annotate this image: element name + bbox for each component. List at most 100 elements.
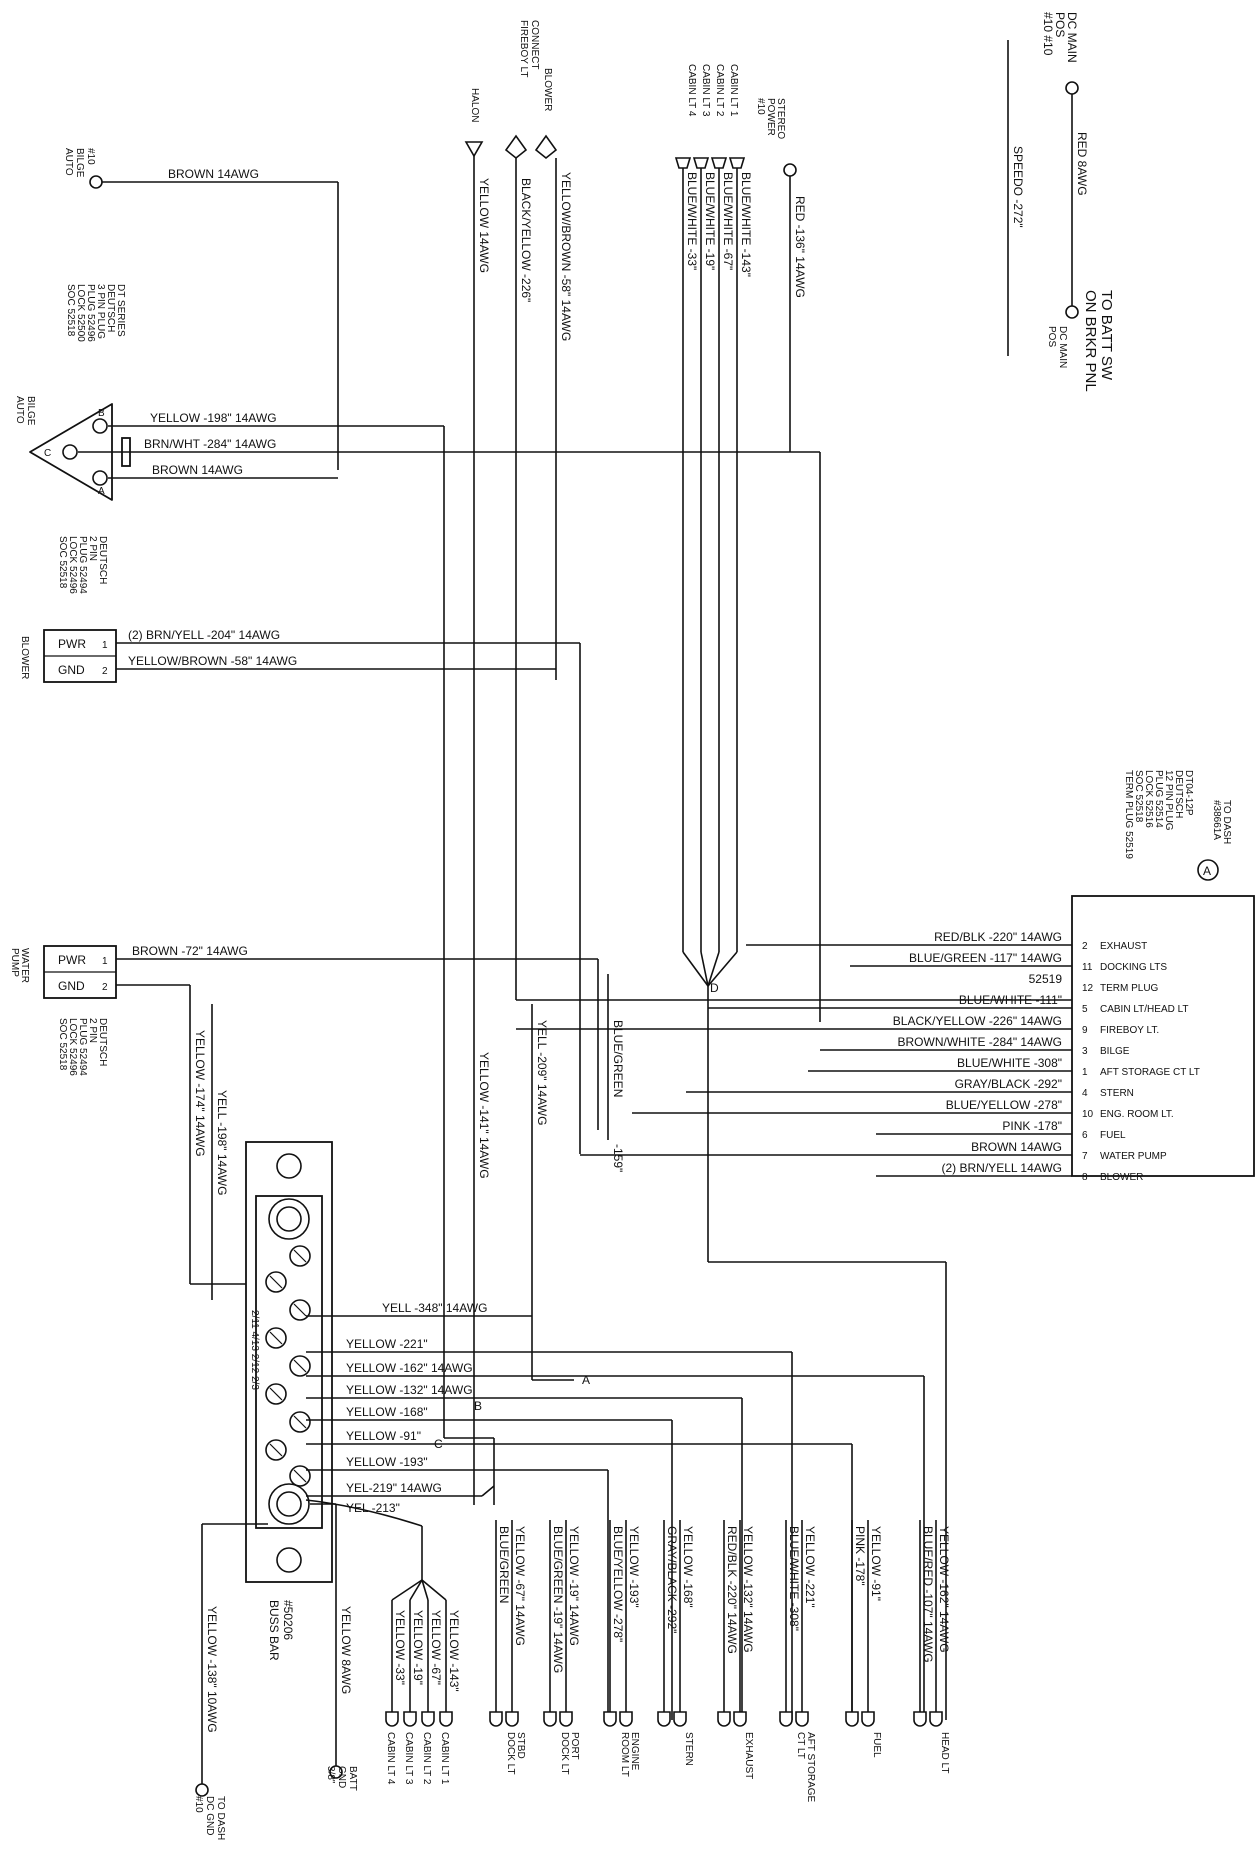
bilge-pin-c bbox=[62, 444, 78, 460]
blower-wire-label: YELLOW/BROWN -58" 14AWG bbox=[559, 172, 573, 341]
bus-row-joint bbox=[481, 1485, 495, 1497]
stereo-wire-label: RED -136" 14AWG bbox=[793, 196, 807, 298]
load-group-label: STERN bbox=[683, 1732, 694, 1766]
bilge-auto-side-label: BILGE AUTO bbox=[14, 396, 36, 428]
load-terminal bbox=[657, 1711, 671, 1727]
bus-row-label: YELLOW -193" bbox=[346, 1455, 428, 1469]
bus-mark-c: C bbox=[434, 1437, 443, 1451]
dash-row-name: FIREBOY LT. bbox=[1100, 1025, 1159, 1036]
bus-screws bbox=[265, 1245, 311, 1487]
yellow-8awg-label: YELLOW 8AWG bbox=[339, 1606, 353, 1694]
dash-row-wire-label: BLUE/YELLOW -278" bbox=[946, 1098, 1062, 1112]
dash-row-wire-label: BROWN/WHITE -284" 14AWG bbox=[897, 1035, 1062, 1049]
halon-wire-label: YELLOW 14AWG bbox=[477, 178, 491, 273]
to-batt-sw-label: TO BATT SW ON BRKR PNL bbox=[1082, 290, 1115, 392]
dc-main-terminal-top bbox=[1065, 81, 1079, 95]
batt-gnd-terminal bbox=[329, 1765, 343, 1779]
dash-row-name: WATER PUMP bbox=[1100, 1151, 1167, 1162]
bilge-group: #10 BILGE AUTO BROWN 14AWG DT SERIES DEU… bbox=[14, 148, 821, 1438]
blower-connector-group: BLOWER PWR GND 1 2 (2) BRN/YELL -204" 14… bbox=[19, 628, 581, 1154]
cabin-lt-terminal bbox=[385, 1711, 399, 1727]
cabin-lt-terminal bbox=[421, 1711, 435, 1727]
load-wire-label: YELLOW -162" 14AWG bbox=[937, 1526, 951, 1653]
bus-screw-slot bbox=[269, 1275, 283, 1289]
cabin-lt-1-top: CABIN LT 1 bbox=[728, 64, 739, 117]
stereo-power-label: STEREO POWER #10 bbox=[755, 98, 786, 142]
cabin-bottom-label: CABIN LT 1 bbox=[439, 1732, 450, 1785]
blower-wire-gnd: YELLOW/BROWN -58" 14AWG bbox=[128, 654, 297, 668]
dash-row-name: BLOWER bbox=[1100, 1172, 1143, 1183]
cabin-bottom-wire-label: YELLOW -143" bbox=[447, 1610, 461, 1692]
halon-label: HALON bbox=[469, 88, 480, 122]
bus-row-label: YEL -213" bbox=[346, 1501, 400, 1515]
dash-plug-box bbox=[1071, 895, 1255, 1177]
cabin-fan-wire bbox=[421, 1579, 429, 1601]
dt-series-label: DT SERIES DEUTSCH 3 PIN PLUG PLUG 52496 … bbox=[65, 284, 126, 345]
fireboy-connector bbox=[504, 134, 528, 160]
dc-gnd-terminal bbox=[195, 1783, 209, 1797]
bus-screw-slot bbox=[293, 1415, 307, 1429]
bilge-plug-info: DEUTSCH 2 PIN PLUG 52494 LOCK 52496 SOC … bbox=[57, 536, 108, 597]
dc-gnd-label: TO DASH DC GND #10 bbox=[193, 1796, 226, 1843]
buss-bar-label: #50206 BUSS BAR bbox=[267, 1600, 295, 1661]
yellow-174-label: YELLOW -174" 14AWG bbox=[193, 1030, 207, 1157]
bus-strip: 2/11 4/13 2/12 2/3 bbox=[249, 1310, 260, 1390]
dash-row-name: CABIN LT/HEAD LT bbox=[1100, 1004, 1189, 1015]
load-wire-label: GRAY/BLACK -292" bbox=[665, 1526, 679, 1633]
bus-screw-slot bbox=[293, 1249, 307, 1263]
svg-text:PWR: PWR bbox=[58, 953, 86, 967]
svg-text:GND: GND bbox=[58, 979, 85, 993]
dash-row-pin: 2 bbox=[1082, 941, 1088, 952]
load-wire-label: BLUE/GREEN -19" 14AWG bbox=[551, 1526, 565, 1673]
bus-row-label: YELLOW -221" bbox=[346, 1337, 428, 1351]
bus-screw-slot bbox=[269, 1387, 283, 1401]
dash-row-pin: 8 bbox=[1082, 1172, 1088, 1183]
dash-row-wire-label: RED/BLK -220" 14AWG bbox=[934, 930, 1062, 944]
dash-row-wire-label: BLUE/GREEN -117" 14AWG bbox=[909, 951, 1062, 965]
dash-row-wire-label: (2) BRN/YELL 14AWG bbox=[942, 1161, 1062, 1175]
svg-text:A: A bbox=[1203, 864, 1211, 878]
cabin-wire-1: BLUE/WHITE -143" bbox=[739, 172, 753, 277]
yell-198-label: YELL -198" 14AWG bbox=[215, 1090, 229, 1195]
load-terminal bbox=[559, 1711, 573, 1727]
bus-screw-slot bbox=[293, 1303, 307, 1317]
load-wire-label: BLUE/GREEN bbox=[497, 1526, 511, 1603]
load-group-label: FUEL bbox=[871, 1732, 882, 1758]
dash-row-pin: 7 bbox=[1082, 1151, 1088, 1162]
load-group-label: HEAD LT bbox=[939, 1732, 950, 1774]
yellow-141-label: YELLOW -141" 14AWG bbox=[477, 1052, 491, 1179]
cabin-converge bbox=[707, 951, 720, 987]
cabin-lt-3-connector bbox=[692, 157, 710, 169]
dc-main-pos-label: DC MAIN POS #10 #10 bbox=[1041, 12, 1079, 66]
load-wire-label: BLUE/YELLOW -278" bbox=[611, 1526, 625, 1642]
bilge-wire-brnwht: BRN/WHT -284" 14AWG bbox=[144, 437, 276, 451]
load-terminal bbox=[733, 1711, 747, 1727]
bus-row-label: YELLOW -168" bbox=[346, 1405, 428, 1419]
bilge-pin-b bbox=[92, 418, 108, 434]
dash-row-name: STERN bbox=[1100, 1088, 1134, 1099]
yell-209-label: YELL -209" 14AWG bbox=[535, 1020, 549, 1125]
halon-connector bbox=[464, 141, 484, 158]
load-terminal bbox=[543, 1711, 557, 1727]
buss-bar-group: 2/11 4/13 2/12 2/3 YELL -348" 14AWGYELLO… bbox=[245, 1141, 925, 1720]
load-group-label: STBD bbox=[515, 1732, 526, 1759]
load-group-label: CT LT bbox=[795, 1732, 806, 1759]
cabin-converge bbox=[682, 951, 709, 987]
load-wire-label: YELLOW -193" bbox=[627, 1526, 641, 1608]
cabin-bottom-wire-label: YELLOW -19" bbox=[411, 1610, 425, 1685]
dash-row-pin: 6 bbox=[1082, 1130, 1088, 1141]
blue-green-label: BLUE/GREEN bbox=[611, 1020, 625, 1097]
bus-row-label: YEL-219" 14AWG bbox=[346, 1481, 442, 1495]
dash-row-pin: 11 bbox=[1082, 962, 1093, 973]
cabin-bottom-label: CABIN LT 3 bbox=[403, 1732, 414, 1785]
load-group-label: DOCK LT bbox=[505, 1732, 516, 1775]
svg-text:C: C bbox=[44, 448, 51, 459]
load-terminal bbox=[489, 1711, 503, 1727]
pump-plug-info: DEUTSCH 2 PIN PLUG 52494 LOCK 52496 SOC … bbox=[57, 1018, 108, 1079]
top-connectors: STEREO POWER #10 RED -136" 14AWG CABIN L… bbox=[464, 20, 807, 1505]
dash-row-wire-label: 52519 bbox=[1029, 972, 1063, 986]
dash-row-name: DOCKING LTS bbox=[1100, 962, 1167, 973]
cabin-lt-3-top: CABIN LT 3 bbox=[700, 64, 711, 117]
